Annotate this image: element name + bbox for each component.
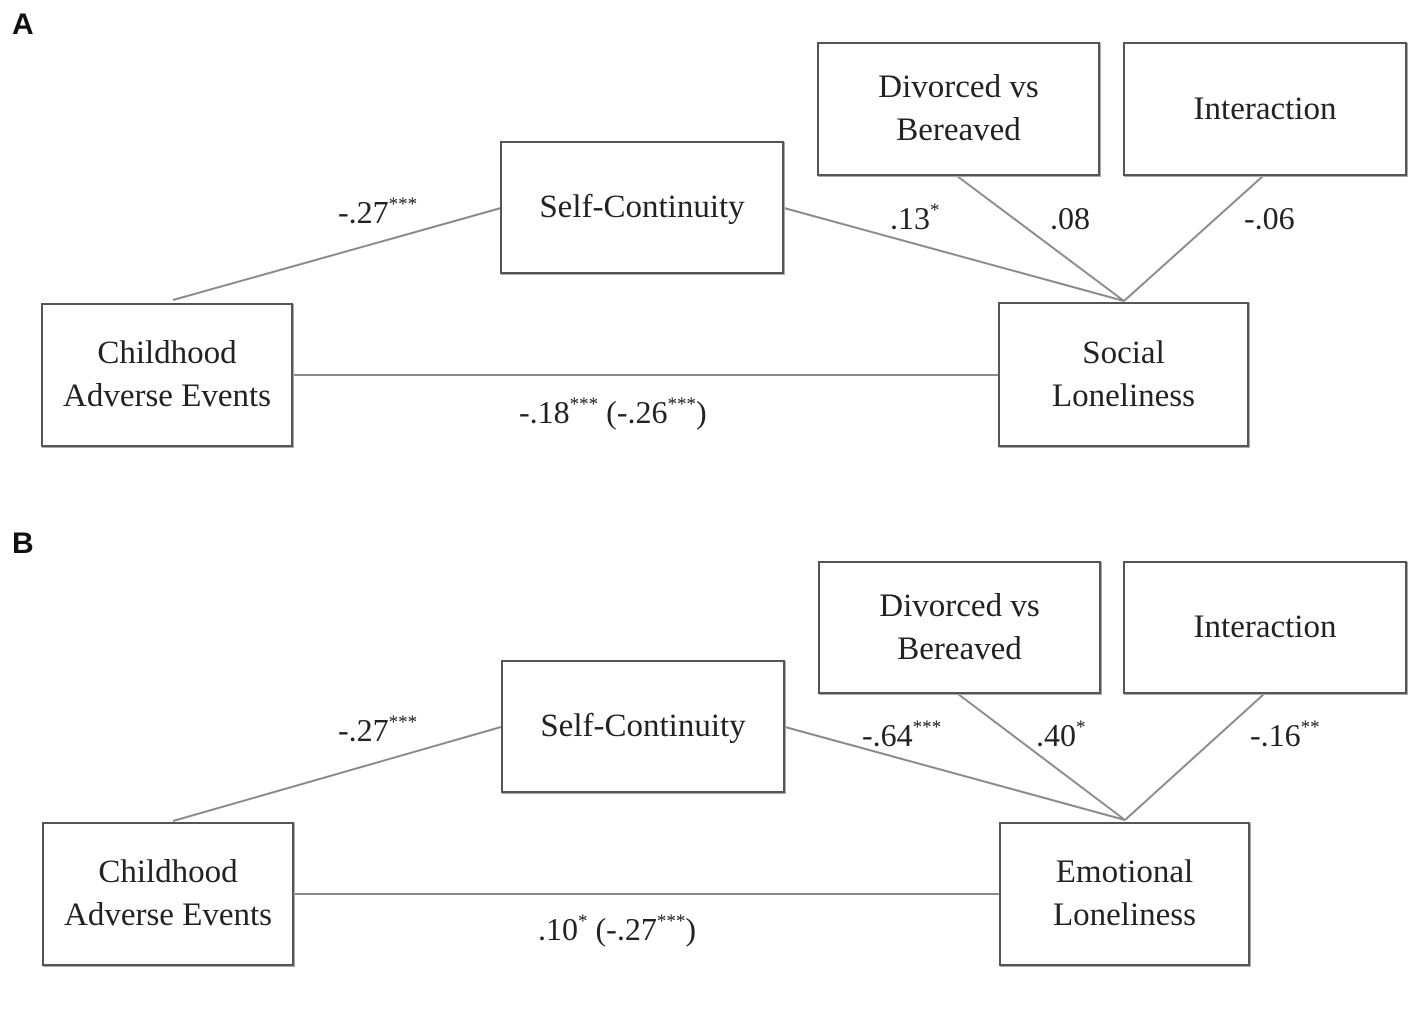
coef-direct-path: -.18*** (-.26***) (519, 394, 707, 430)
edge-childhood-to-self-continuity (172, 726, 502, 822)
coef-b-path: .13* (890, 200, 940, 236)
edge-interaction-to-outcome (1124, 693, 1265, 821)
panel-a-edges (172, 175, 1264, 376)
coef-a-path: -.27*** (338, 194, 418, 230)
panel-b-edges (172, 693, 1265, 895)
panel-letter: A (12, 8, 34, 41)
coef-direct-path: .10* (-.27***) (538, 911, 696, 947)
coef-interaction-path: -.16** (1250, 717, 1320, 753)
coef-interaction-path: -.06 (1244, 200, 1295, 236)
edge-self-continuity-to-outcome (783, 207, 1125, 302)
edge-divorced-to-outcome (957, 693, 1126, 821)
edge-divorced-to-outcome (956, 175, 1125, 302)
node-self-continuity: Self-Continuity (500, 141, 784, 274)
edge-self-continuity-to-outcome (784, 726, 1126, 821)
coef-a-path: -.27*** (338, 712, 418, 748)
edge-childhood-to-self-continuity (172, 207, 502, 301)
node-interaction: Interaction (1123, 42, 1407, 176)
coef-b-path: -.64*** (862, 717, 942, 753)
panel-letter: B (12, 527, 34, 560)
edge-interaction-to-outcome (1123, 175, 1264, 302)
coef-divorced-path: .08 (1050, 200, 1090, 236)
node-self-continuity: Self-Continuity (501, 660, 785, 793)
node-interaction: Interaction (1123, 561, 1407, 694)
coef-divorced-path: .40* (1036, 717, 1086, 753)
